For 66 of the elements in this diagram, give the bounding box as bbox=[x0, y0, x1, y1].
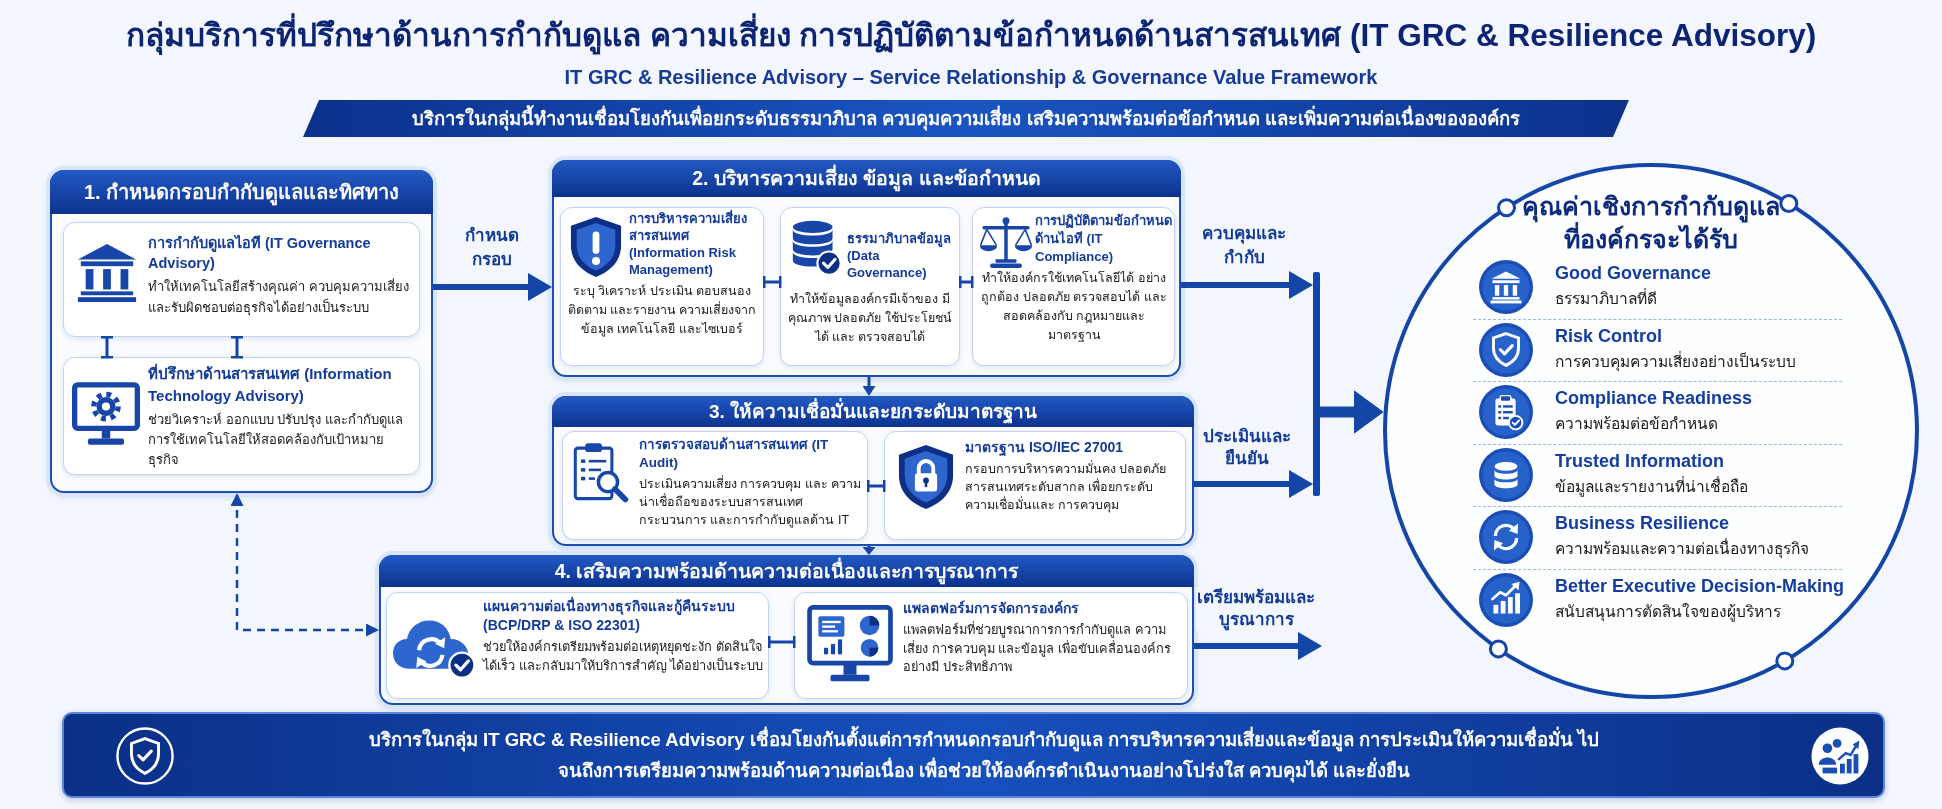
value-title: Good Governance bbox=[1555, 262, 1712, 285]
section-heading: 1. กำหนดกรอบกำกับดูแลและทิศทาง bbox=[50, 170, 433, 214]
connector bbox=[958, 276, 974, 288]
value-circle bbox=[1383, 163, 1919, 699]
card-text: กรอบการบริหารความมั่นคง ปลอดภัยสารสนเทศระดับสากล เพื่อยกระดับความเชื่อมั่นและ การควบคุม bbox=[965, 460, 1168, 514]
card-heading: มาตรฐาน ISO/IEC 27001 bbox=[965, 438, 1125, 457]
value-text: ความพร้อมและความต่อเนื่องทางธุรกิจ bbox=[1555, 538, 1809, 560]
card-text: ทำให้เทคโนโลยีสร้างคุณค่า ควบคุมความเสี่ยง และรับผิดชอบต่อธุรกิจได้อย่างเป็นระบบ bbox=[148, 277, 410, 318]
card-heading: ธรรมาภิบาลข้อมูล (Data Governance) bbox=[847, 230, 952, 281]
service-card bbox=[63, 222, 420, 337]
connector bbox=[866, 480, 886, 492]
card-heading: การปฏิบัติตามข้อกำหนด ด้านไอที (IT Compliance) bbox=[1035, 212, 1172, 266]
card-text: ประเมินความเสี่ยง การควบคุม และ ความน่าเชื่อถือของระบบสารสนเทศ กระบวนการ และการกำกับดูแลด้าน IT bbox=[639, 475, 863, 529]
value-title: Better Executive Decision-Making bbox=[1555, 575, 1845, 598]
banner: บริการในกลุ่มนี้ทำงานเชื่อมโยงกันเพื่อยกระดับธรรมาภิบาล ควบคุมความเสี่ยง เสริมความพร้อมต่อข้อกำหนด และเพิ่มความต่อเนื่องขององค์กร bbox=[303, 100, 1629, 137]
connector bbox=[231, 335, 243, 359]
connector bbox=[762, 276, 782, 288]
arrow bbox=[1194, 632, 1322, 660]
value-title: Risk Control bbox=[1555, 325, 1662, 348]
arrow bbox=[862, 377, 876, 396]
value-title: Compliance Readiness bbox=[1555, 387, 1753, 410]
arrow bbox=[1194, 470, 1313, 498]
subtitle: IT GRC & Resilience Advisory – Service Relationship & Governance Value Framework bbox=[563, 65, 1379, 90]
arrow bbox=[1320, 390, 1384, 434]
card-text: ระบุ วิเคราะห์ ประเมิน ตอบสนอง ติดตาม และรายงาน ความเสี่ยงจากข้อมูล เทคโนโลยี และไซเบอร์ bbox=[566, 283, 758, 339]
merge-bar bbox=[1313, 272, 1320, 496]
value-text: ธรรมาภิบาลที่ดี bbox=[1555, 288, 1657, 309]
card-heading: ที่ปรึกษาด้านสารสนเทศ (Information Technology Advisory) bbox=[148, 363, 393, 406]
value-text: ความพร้อมต่อข้อกำหนด bbox=[1555, 414, 1718, 434]
service-card bbox=[780, 207, 960, 366]
connector bbox=[767, 636, 796, 648]
value-title: Business Resilience bbox=[1555, 512, 1730, 535]
value-title: Trusted Information bbox=[1555, 450, 1724, 473]
service-card bbox=[972, 207, 1175, 366]
value-text: การควบคุมความเสี่ยงอย่างเป็นระบบ bbox=[1555, 351, 1796, 373]
dashed-arrow bbox=[230, 493, 379, 637]
section-heading: 3. ให้ความเชื่อมั่นและยกระดับมาตรฐาน bbox=[552, 396, 1194, 427]
section-heading: 2. บริหารความเสี่ยง ข้อมูล และข้อกำหนด bbox=[552, 160, 1181, 197]
edge-label: เตรียมพร้อมและ บูรณาการ bbox=[1195, 587, 1317, 631]
card-text: แพลตฟอร์มที่ช่วยบูรณาการการกำกับดูแล ความเสี่ยง การควบคุม และข้อมูล เพื่อขับเคลื่อนองค์กรอย่างมี ประสิทธิภาพ bbox=[903, 621, 1172, 676]
arrow bbox=[862, 546, 876, 555]
summary-band bbox=[62, 712, 1885, 798]
arrow bbox=[433, 273, 552, 301]
title: กลุ่มบริการที่ปรึกษาด้านการกำกับดูแล ความเสี่ยง การปฏิบัติตามข้อกำหนดด้านสารสนเทศ (IT GRC & Resilience Advisory) bbox=[0, 12, 1942, 58]
card-text: ช่วยให้องค์กรเตรียมพร้อมต่อเหตุหยุดชะงัก ตัดสินใจได้เร็ว และกลับมาให้บริการสำคัญ ได้อย่างเป็นระบบ bbox=[483, 638, 765, 675]
card-heading: การตรวจสอบด้านสารสนเทศ (IT Audit) bbox=[639, 436, 830, 472]
service-card bbox=[884, 431, 1186, 540]
card-heading: การบริหารความเสี่ยง สารสนเทศ (Information Risk Management) bbox=[629, 210, 748, 278]
service-card bbox=[794, 592, 1188, 699]
card-heading: แผนความต่อเนื่องทางธุรกิจและกู้คืนระบบ (BCP/DRP & ISO 22301) bbox=[483, 597, 736, 635]
card-heading: การกำกับดูแลไอที (IT Governance Advisory) bbox=[148, 234, 372, 273]
section-heading: 4. เสริมความพร้อมด้านความต่อเนื่องและการบูรณาการ bbox=[379, 555, 1194, 587]
service-card bbox=[63, 357, 420, 475]
value-text: ข้อมูลและรายงานที่น่าเชื่อถือ bbox=[1555, 476, 1748, 498]
card-text: ทำให้องค์กรใช้เทคโนโลยีได้ อย่างถูกต้อง ปลอดภัย ตรวจสอบได้ และสอดคล้องกับ กฎหมายและมาตรฐาน bbox=[980, 270, 1168, 344]
arrow bbox=[1181, 271, 1313, 299]
card-text: ช่วยวิเคราะห์ ออกแบบ ปรับปรุง และกำกับดูแล การใช้เทคโนโลยีให้สอดคล้องกับเป้าหมายธุรกิจ bbox=[148, 411, 404, 470]
summary-text: บริการในกลุ่ม IT GRC & Resilience Advisory เชื่อมโยงกันตั้งแต่การกำหนดกรอบกำกับดูแล การบริหารความเสี่ยงและข้อมูล การประเมินให้ความเชื่อมั่น ไปจนถึงการเตรียมความพร้อมด้านความต่อเนื่อง เพื่อช่วยให้องค์กรดำเนินงานอย่างโปร่งใส ควบคุมได้ และยั่งยืน bbox=[364, 724, 1604, 786]
card-heading: แพลตฟอร์มการจัดการองค์กร bbox=[903, 599, 1080, 618]
service-card bbox=[562, 431, 868, 540]
value-text: สนับสนุนการตัดสินใจของผู้บริหาร bbox=[1555, 602, 1781, 623]
service-card bbox=[560, 207, 764, 366]
service-card bbox=[386, 592, 769, 699]
card-text: ทำให้ข้อมูลองค์กรมีเจ้าของ มีคุณภาพ ปลอดภัย ใช้ประโยชน์ได้ และ ตรวจสอบได้ bbox=[787, 291, 953, 346]
connector bbox=[101, 335, 113, 359]
circle-heading: คุณค่าเชิงการกำกับดูแล ที่องค์กรจะได้รับ bbox=[1521, 191, 1781, 255]
